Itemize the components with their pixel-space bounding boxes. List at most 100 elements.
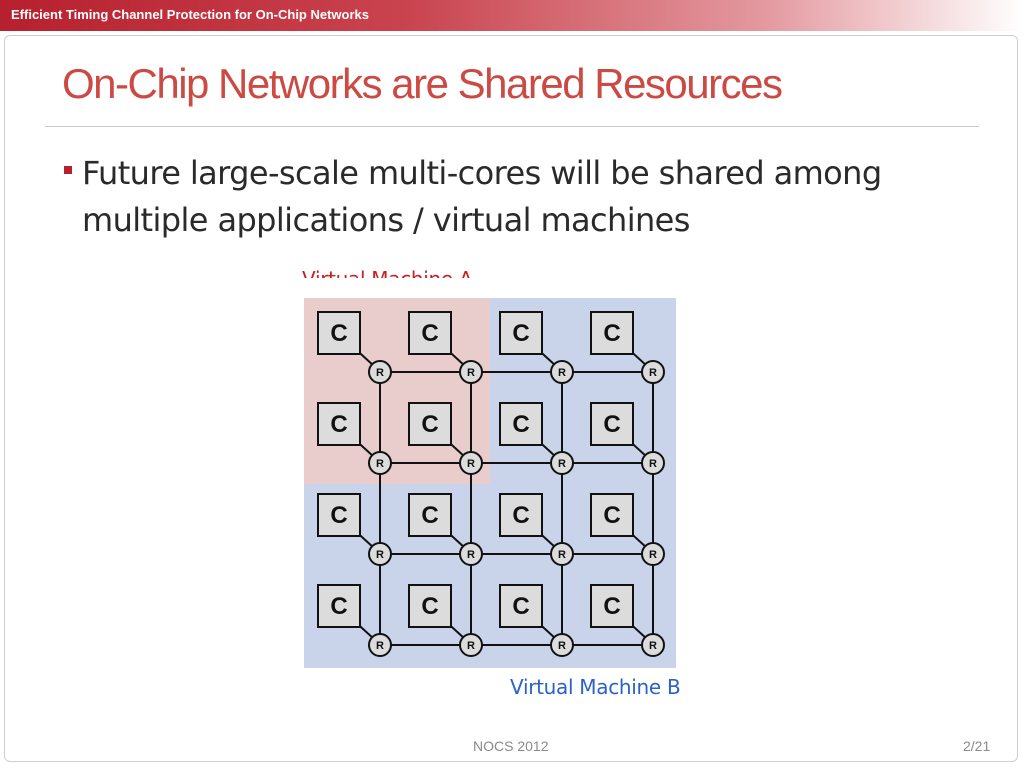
- core-label: C: [603, 502, 620, 529]
- bullet-line-2: multiple applications / virtual machines: [82, 201, 690, 239]
- core-box: [317, 493, 361, 537]
- core-label: C: [421, 320, 438, 347]
- core-node: C: [408, 584, 452, 628]
- core-label: C: [512, 593, 529, 620]
- core-label: C: [512, 411, 529, 438]
- title-divider: [45, 126, 979, 127]
- core-label: C: [330, 320, 347, 347]
- core-label: C: [512, 320, 529, 347]
- router-node: R: [641, 360, 665, 384]
- core-node: C: [408, 402, 452, 446]
- router-node: R: [641, 451, 665, 475]
- router-circle: [368, 451, 392, 475]
- router-label: R: [467, 549, 475, 561]
- router-circle: [550, 633, 574, 657]
- core-box: [499, 493, 543, 537]
- core-label: C: [421, 411, 438, 438]
- core-node: C: [499, 311, 543, 355]
- core-node: C: [499, 493, 543, 537]
- core-label: C: [330, 593, 347, 620]
- core-node: C: [408, 311, 452, 355]
- core-box: [590, 402, 634, 446]
- deck-title: Efficient Timing Channel Protection for …: [11, 7, 370, 22]
- page-number: 2/21: [963, 738, 991, 754]
- core-node: C: [317, 493, 361, 537]
- router-label: R: [558, 367, 566, 379]
- router-node: R: [641, 542, 665, 566]
- core-node: C: [590, 402, 634, 446]
- router-node: R: [368, 633, 392, 657]
- core-box: [590, 584, 634, 628]
- core-node: C: [499, 402, 543, 446]
- core-node: C: [499, 584, 543, 628]
- router-circle: [459, 451, 483, 475]
- core-box: [317, 402, 361, 446]
- vm-b-label: Virtual Machine B: [510, 675, 681, 699]
- router-circle: [368, 633, 392, 657]
- core-node: C: [590, 493, 634, 537]
- router-label: R: [376, 640, 384, 652]
- bullet-text: Future large-scale multi-cores will be s…: [82, 150, 952, 244]
- core-node: C: [317, 584, 361, 628]
- core-node: C: [590, 584, 634, 628]
- footer-venue: NOCS 2012: [473, 738, 549, 754]
- router-label: R: [467, 367, 475, 379]
- core-box: [408, 311, 452, 355]
- router-label: R: [558, 458, 566, 470]
- core-node: C: [317, 402, 361, 446]
- router-node: R: [641, 633, 665, 657]
- presentation-header-bar: Efficient Timing Channel Protection for …: [0, 0, 1024, 31]
- router-node: R: [550, 542, 574, 566]
- core-box: [408, 584, 452, 628]
- router-label: R: [467, 640, 475, 652]
- core-node: C: [317, 311, 361, 355]
- core-label: C: [330, 502, 347, 529]
- router-node: R: [368, 542, 392, 566]
- core-label: C: [603, 411, 620, 438]
- router-node: R: [550, 360, 574, 384]
- core-label: C: [330, 411, 347, 438]
- router-node: R: [368, 360, 392, 384]
- core-box: [590, 493, 634, 537]
- router-node: R: [459, 542, 483, 566]
- core-node: C: [408, 493, 452, 537]
- router-circle: [459, 360, 483, 384]
- router-circle: [641, 542, 665, 566]
- router-node: R: [459, 633, 483, 657]
- router-circle: [368, 542, 392, 566]
- slide-title: On-Chip Networks are Shared Resources: [62, 60, 783, 107]
- router-circle: [641, 360, 665, 384]
- router-label: R: [467, 458, 475, 470]
- core-box: [590, 311, 634, 355]
- router-label: R: [376, 458, 384, 470]
- router-circle: [459, 542, 483, 566]
- bullet-line-1: Future large-scale multi-cores will be s…: [82, 154, 882, 192]
- router-label: R: [558, 640, 566, 652]
- router-circle: [368, 360, 392, 384]
- core-box: [408, 402, 452, 446]
- router-node: R: [550, 633, 574, 657]
- core-label: C: [421, 502, 438, 529]
- router-label: R: [558, 549, 566, 561]
- router-circle: [641, 633, 665, 657]
- router-label: R: [649, 458, 657, 470]
- core-box: [499, 311, 543, 355]
- core-label: C: [421, 593, 438, 620]
- bullet-square-icon: [64, 166, 72, 174]
- core-label: C: [512, 502, 529, 529]
- router-circle: [641, 451, 665, 475]
- router-node: R: [550, 451, 574, 475]
- router-circle: [550, 542, 574, 566]
- core-label: C: [603, 593, 620, 620]
- core-box: [408, 493, 452, 537]
- router-label: R: [376, 367, 384, 379]
- core-box: [317, 311, 361, 355]
- core-box: [499, 584, 543, 628]
- router-node: R: [368, 451, 392, 475]
- router-node: R: [459, 451, 483, 475]
- router-label: R: [376, 549, 384, 561]
- core-label: C: [603, 320, 620, 347]
- router-label: R: [649, 640, 657, 652]
